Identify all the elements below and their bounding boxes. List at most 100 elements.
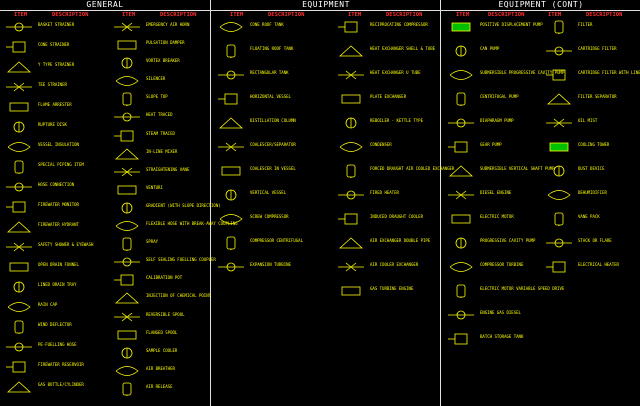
legend-row: HEAT TRACED: [112, 110, 208, 124]
legend-row: AIR COOLER EXCHANGER: [336, 260, 438, 274]
legend-symbol-icon: [121, 202, 133, 214]
legend-label: SPRAY: [146, 239, 159, 245]
symbol-stroke: [552, 261, 566, 273]
legend-row: GAS BOTTLE/CYLINDER: [4, 380, 108, 394]
symbol-stroke: [6, 221, 32, 233]
legend-symbol-icon: [448, 141, 468, 153]
legend-row: SUBMERSIBLE PROGRESSIVE CAVITY PUMP: [446, 68, 564, 82]
symbol-stroke: [115, 365, 139, 376]
legend-label: COMPRESSOR CENTRIFUGAL: [250, 238, 303, 243]
legend-row: ENGINE GAS DIESEL: [446, 308, 542, 322]
legend-label: FLEXIBLE HOSE WITH BREAK-AWAY COUPLING: [146, 221, 238, 227]
legend-symbol-icon: [341, 286, 361, 296]
legend-row: CARTRIDGE FILTER: [544, 44, 638, 58]
symbol-stroke: [226, 262, 236, 272]
legend-label: GEAR PUMP: [480, 142, 502, 147]
symbol-stroke: [14, 320, 24, 334]
legend-symbol-icon: [218, 93, 238, 105]
symbol-stroke: [339, 142, 363, 152]
col-header-description: DESCRIPTION: [160, 12, 197, 18]
legend-label: HEAT TRACED: [146, 112, 173, 118]
legend-label: STACK OR FLARE: [578, 238, 612, 243]
legend-label: REBOILER - KETTLE TYPE: [370, 118, 423, 123]
legend-row: FIREWATER HYDRANT: [4, 220, 108, 234]
legend-row: COOLING TOWER: [544, 140, 638, 154]
legend-row: ELECTRIC MOTOR: [446, 212, 542, 226]
legend-label: CARTRIDGE FILTER WITH LINER: [578, 70, 640, 75]
symbol-stroke: [345, 70, 357, 80]
symbol-stroke: [226, 70, 236, 80]
legend-symbol-icon: [448, 118, 474, 128]
legend-label: SILENCER: [146, 76, 166, 82]
legend-row: COMPRESSOR TURBINE: [446, 260, 542, 274]
symbol-stroke: [456, 92, 466, 106]
legend-symbol-icon: [219, 214, 243, 224]
legend-symbol-icon: [6, 22, 32, 32]
legend-row: DIAPHRAGM PUMP: [446, 116, 542, 130]
legend-label: CONDENSER: [370, 142, 392, 147]
legend-label: RECIPROCATING COMPRESSOR: [370, 22, 428, 27]
legend-label: PLATE EXCHANGER: [370, 94, 407, 99]
legend-label: REVERSIBLE SPOOL: [146, 311, 185, 317]
legend-symbol-icon: [6, 342, 32, 352]
legend-row: REBOILER - KETTLE TYPE: [336, 116, 438, 130]
legend-symbol-icon: [226, 44, 236, 58]
legend-label: FORCED DRAUGHT AIR COOLED EXCHANGER: [370, 166, 455, 171]
legend-symbol-icon: [13, 121, 25, 133]
legend-label: EMERGENCY AIR HORN: [146, 22, 190, 27]
legend-label: LINED DRAIN TRAY: [38, 282, 77, 287]
legend-symbol-icon: [451, 22, 471, 32]
legend-label: DUST DEVICE: [578, 166, 605, 171]
legend-label: CENTRIFUGAL PUMP: [480, 94, 519, 99]
legend-row: VENTURI: [112, 183, 208, 197]
legend-symbol-icon: [114, 22, 140, 32]
legend-symbol-icon: [549, 142, 569, 152]
legend-row: DEHUMIDIFIER: [544, 188, 638, 202]
legend-label: GAS BOTTLE/CYLINDER: [38, 382, 84, 387]
symbol-stroke: [120, 130, 134, 141]
legend-symbol-icon: [448, 165, 474, 177]
section-title-general: GENERAL: [86, 0, 124, 9]
legend-label: POSITIVE DISPLACEMENT PUMP: [480, 22, 543, 27]
symbol-stroke: [12, 41, 26, 53]
legend-label: SUBMERSIBLE PROGRESSIVE CAVITY PUMP: [480, 70, 565, 75]
legend-label: CALIBRATION POT: [146, 275, 183, 281]
legend-row: EXPANSION TURBINE: [216, 260, 334, 274]
legend-row: FIRED HEATER: [336, 188, 438, 202]
legend-row: HOSE CONNECTION: [4, 180, 108, 194]
symbol-stroke: [344, 21, 358, 33]
legend-symbol-icon: [456, 92, 466, 106]
legend-symbol-icon: [346, 164, 356, 178]
legend-symbol-icon: [225, 189, 237, 201]
legend-symbol-icon: [546, 69, 566, 81]
legend-label: DISTILLATION COLUMN: [250, 118, 296, 123]
legend-symbol-icon: [6, 201, 26, 213]
legend-row: CONDENSER: [336, 140, 438, 154]
symbol-stroke: [121, 312, 133, 321]
symbol-stroke: [221, 166, 241, 176]
legend-symbol-icon: [14, 320, 24, 334]
legend-row: STEAM TRACED: [112, 129, 208, 143]
symbol-stroke: [121, 22, 133, 32]
section-title-equipment-cont: EQUIPMENT (CONT): [498, 0, 584, 9]
legend-symbol-icon: [547, 190, 571, 200]
legend-label: FILTER SEPARATOR: [578, 94, 617, 99]
legend-label: HEAT EXCHANGER U TUBE: [370, 70, 421, 75]
symbol-stroke: [14, 182, 24, 192]
symbol-stroke: [449, 262, 473, 272]
legend-row: VERTICAL VESSEL: [216, 188, 334, 202]
legend-row: POSITIVE DISPLACEMENT PUMP: [446, 20, 543, 34]
legend-symbol-icon: [338, 70, 364, 80]
legend-symbol-icon: [546, 46, 572, 56]
legend-symbol-icon: [553, 165, 565, 177]
legend-row: VORTEX BREAKER: [112, 56, 208, 70]
symbol-stroke: [14, 22, 24, 32]
top-divider: [0, 10, 640, 11]
legend-row: WIND DEFLECTOR: [4, 320, 108, 334]
legend-row: AIR RELEASE: [112, 382, 208, 396]
legend-label: FIRED HEATER: [370, 190, 399, 195]
